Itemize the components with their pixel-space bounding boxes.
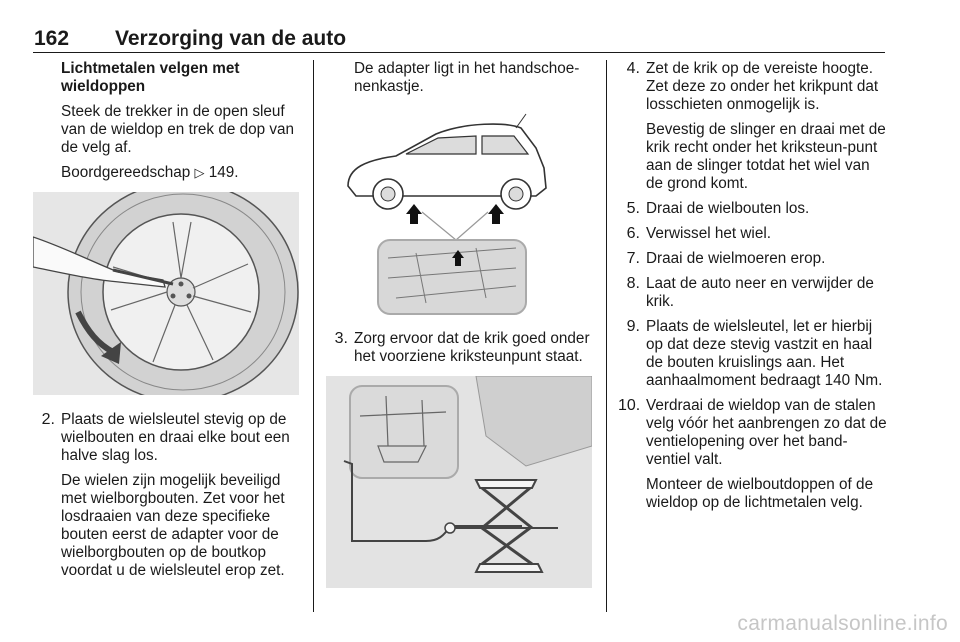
column-1: Lichtmetalen velgen met wieldoppen Steek… <box>33 60 301 580</box>
step-number: 9. <box>626 318 640 335</box>
step-text: Verdraai de wieldop van de stalen velg v… <box>646 397 887 468</box>
step-6: 6. Verwissel het wiel. <box>618 225 888 243</box>
scissor-jack-illustration <box>326 376 592 588</box>
paragraph: Steek de trekker in de open sleuf van de… <box>61 103 295 156</box>
wheel-illustration-svg <box>33 192 299 395</box>
paragraph-ref: Boordgereedschap ▷ 149. <box>61 164 301 182</box>
step-text: Zorg ervoor dat de krik goed onder het v… <box>354 330 590 365</box>
step-number: 4. <box>626 60 640 77</box>
step-number: 10. <box>618 397 641 414</box>
step-number: 3. <box>334 330 348 347</box>
step-number: 8. <box>626 275 640 292</box>
step-2: 2. Plaats de wielsleutel stevig op de wi… <box>33 411 301 580</box>
step-9: 9. Plaats de wielsleutel, let er hierbij… <box>618 318 888 390</box>
paragraph: De adapter ligt in het handschoe-nenkast… <box>354 60 580 95</box>
step-text: Laat de auto neer en verwijder de krik. <box>646 275 874 310</box>
step-number: 7. <box>626 250 640 267</box>
column-divider <box>606 60 607 612</box>
wheel-cap-removal-illustration <box>33 192 299 395</box>
column-2: De adapter ligt in het handschoe-nenkast… <box>326 60 594 588</box>
step-number: 2. <box>41 411 55 428</box>
step-8: 8. Laat de auto neer en verwijder de kri… <box>618 275 888 311</box>
section-heading: Lichtmetalen velgen met wieldoppen <box>61 60 240 95</box>
step-3: 3. Zorg ervoor dat de krik goed onder he… <box>326 330 594 366</box>
page-number: 162 <box>34 27 70 50</box>
step-text: Plaats de wielsleutel stevig op de wielb… <box>61 411 290 464</box>
step-7: 7. Draai de wielmoeren erop. <box>618 250 888 268</box>
step-10: 10. Verdraai de wieldop van de stalen ve… <box>618 397 888 512</box>
step-note: De wielen zijn mogelijk beveiligd met wi… <box>61 472 285 579</box>
column-3: 4. Zet de krik op de vereiste hoogte. Ze… <box>618 60 888 512</box>
step-5: 5. Draai de wielbouten los. <box>618 200 888 218</box>
ref-page: 149. <box>208 164 239 181</box>
step-note: Monteer de wielboutdoppen of de wieldop … <box>646 476 874 511</box>
page-header: 162 Verzorging van de auto <box>33 27 885 53</box>
scissor-jack-svg <box>326 376 592 588</box>
page-title: Verzorging van de auto <box>115 27 347 50</box>
step-text: Zet de krik op de vereiste hoogte. Zet d… <box>646 60 879 113</box>
step-text: Verwissel het wiel. <box>646 225 771 242</box>
jack-point-illustration <box>326 108 594 318</box>
watermark: carmanualsonline.info <box>737 612 948 635</box>
step-text: Draai de wielmoeren erop. <box>646 250 826 267</box>
step-4: 4. Zet de krik op de vereiste hoogte. Ze… <box>618 60 888 193</box>
column-divider <box>313 60 314 612</box>
ref-text: Boordgereedschap <box>61 164 191 181</box>
step-text: Draai de wielbouten los. <box>646 200 810 217</box>
step-note: Bevestig de slinger en draai met de krik… <box>646 121 886 192</box>
step-number: 5. <box>626 200 640 217</box>
step-text: Plaats de wielsleutel, let er hierbij op… <box>646 318 883 389</box>
car-jack-point-svg <box>347 113 547 315</box>
step-number: 6. <box>626 225 640 242</box>
right-triangle-arrow-icon: ▷ <box>194 165 205 180</box>
